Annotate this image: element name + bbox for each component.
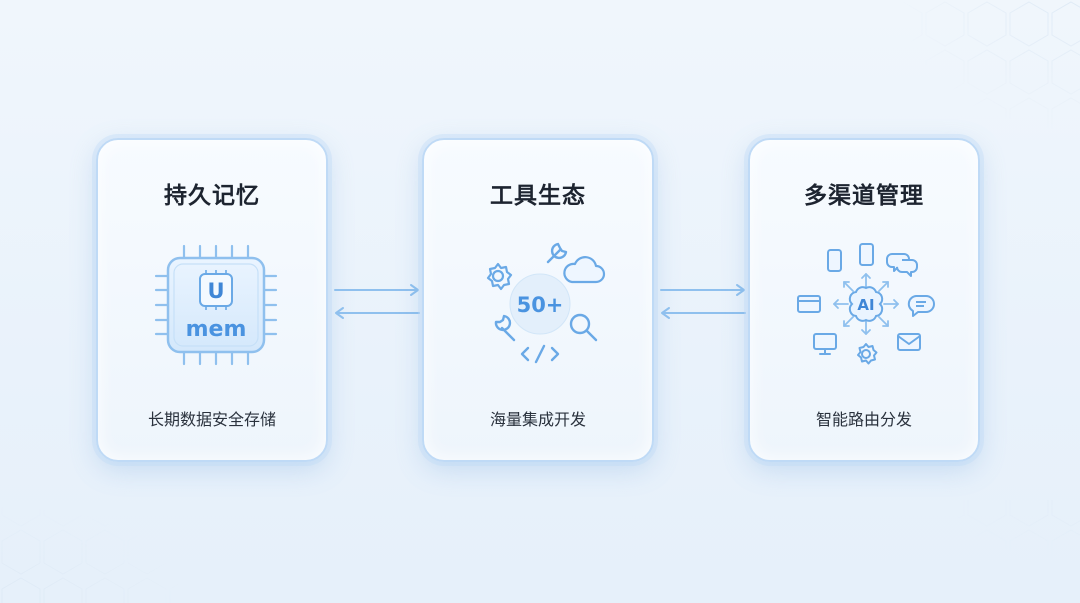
wrench-icon <box>546 242 568 264</box>
feature-card-multichannel-management: 多渠道管理 AI <box>748 138 980 462</box>
feature-card-tool-ecosystem: 工具生态 50+ <box>422 138 654 462</box>
tool-ecosystem-icon: 50+ <box>444 230 636 380</box>
card-caption: 海量集成开发 <box>489 410 586 429</box>
chat-icon <box>886 253 918 277</box>
tool-count-label: 50+ <box>517 293 564 317</box>
gear-icon <box>857 343 878 365</box>
phone-icon <box>859 243 874 266</box>
feature-card-persistent-memory: 持久记忆 <box>96 138 328 462</box>
wrench-icon <box>494 314 516 342</box>
monitor-icon <box>813 333 837 355</box>
card-caption: 智能路由分发 <box>815 410 912 429</box>
search-icon <box>569 313 598 342</box>
memory-chip-icon: U mem <box>118 230 310 380</box>
phone-icon <box>827 249 842 272</box>
multichannel-hub-icon: AI <box>770 230 962 380</box>
message-icon <box>907 295 935 317</box>
hub-label: AI <box>857 296 874 314</box>
browser-window-icon <box>797 295 821 313</box>
cloud-icon <box>563 256 606 284</box>
bidirectional-arrow-connector <box>660 284 746 319</box>
card-caption: 长期数据安全存储 <box>147 410 276 429</box>
chip-label: mem <box>186 317 247 342</box>
mail-icon <box>897 333 921 351</box>
ai-brain-icon: AI <box>848 286 884 322</box>
gear-icon <box>486 262 513 291</box>
card-title: 工具生态 <box>490 183 586 209</box>
card-title: 持久记忆 <box>164 183 260 209</box>
chip-letter: U <box>207 279 224 303</box>
card-title: 多渠道管理 <box>804 183 924 209</box>
code-icon <box>520 344 560 364</box>
bidirectional-arrow-connector <box>334 284 420 319</box>
